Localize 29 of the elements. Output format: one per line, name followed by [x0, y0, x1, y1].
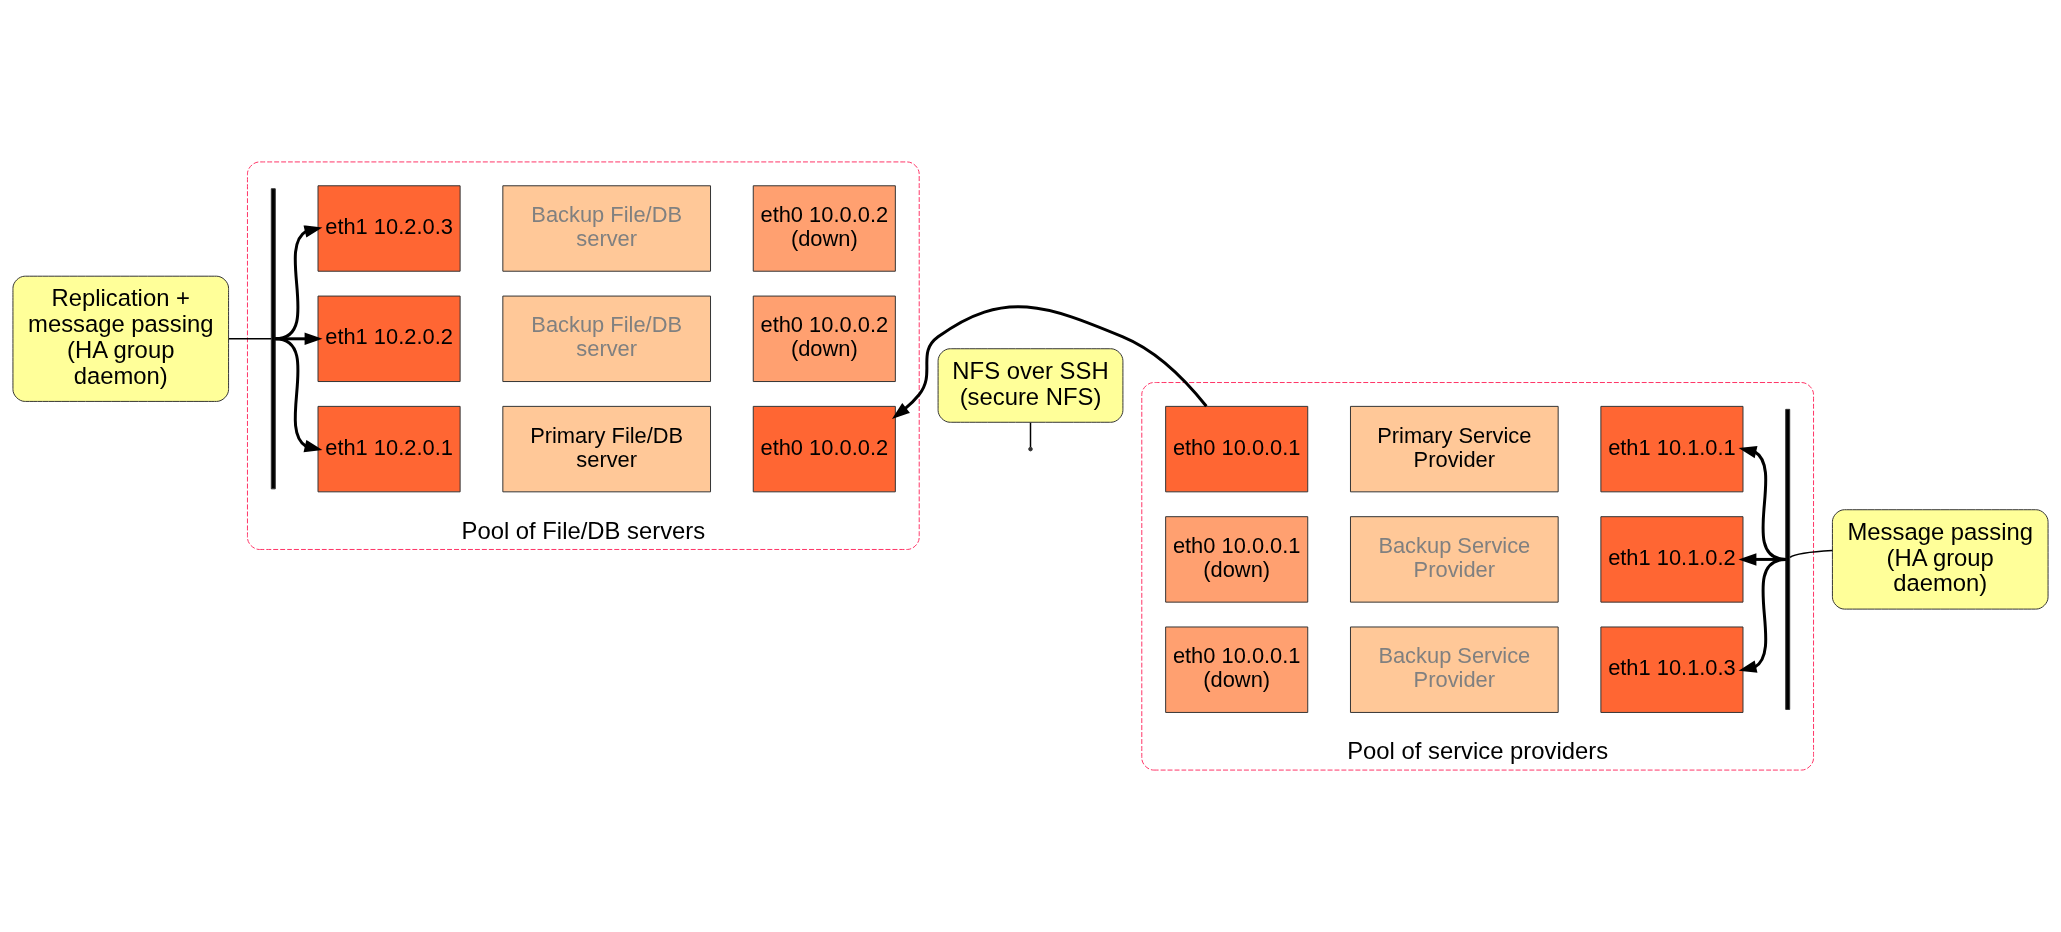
node-box: eth0 10.0.0.2 (down)	[752, 185, 896, 272]
node-box: eth0 10.0.0.1 (down)	[1165, 516, 1309, 603]
arrow	[891, 305, 1208, 419]
connector	[1789, 549, 1834, 559]
node-box: Primary Service Provider	[1349, 405, 1559, 493]
node-box: eth1 10.2.0.1	[317, 405, 461, 493]
node-box: eth1 10.2.0.3	[317, 185, 461, 272]
node-box: eth1 10.1.0.1	[1600, 405, 1744, 493]
node-box: eth0 10.0.0.1	[1165, 405, 1309, 493]
node-box: eth0 10.0.0.2 (down)	[752, 295, 896, 383]
node-box: Backup Service Provider	[1349, 516, 1559, 603]
node-box: Backup File/DB server	[502, 185, 712, 272]
node-box: eth0 10.0.0.2	[752, 405, 896, 493]
node-box: Replication + message passing (HA group daemon)	[12, 275, 230, 402]
arrow	[1738, 557, 1786, 673]
node-box: eth1 10.2.0.2	[317, 295, 461, 383]
node-box: Message passing (HA group daemon)	[1831, 509, 2049, 610]
arrow	[275, 225, 323, 341]
connector	[1029, 421, 1032, 448]
node-box: Primary File/DB server	[502, 405, 712, 493]
node-box: NFS over SSH (secure NFS)	[937, 348, 1124, 423]
node-box: eth0 10.0.0.1 (down)	[1165, 626, 1309, 713]
node-box: eth1 10.1.0.2	[1600, 516, 1744, 603]
node-bar	[270, 188, 276, 490]
node-bar	[1785, 408, 1791, 710]
connector	[228, 338, 272, 340]
node-box: Backup File/DB server	[502, 295, 712, 383]
node-box: Backup Service Provider	[1349, 626, 1559, 713]
node-box: eth1 10.1.0.3	[1600, 626, 1744, 713]
